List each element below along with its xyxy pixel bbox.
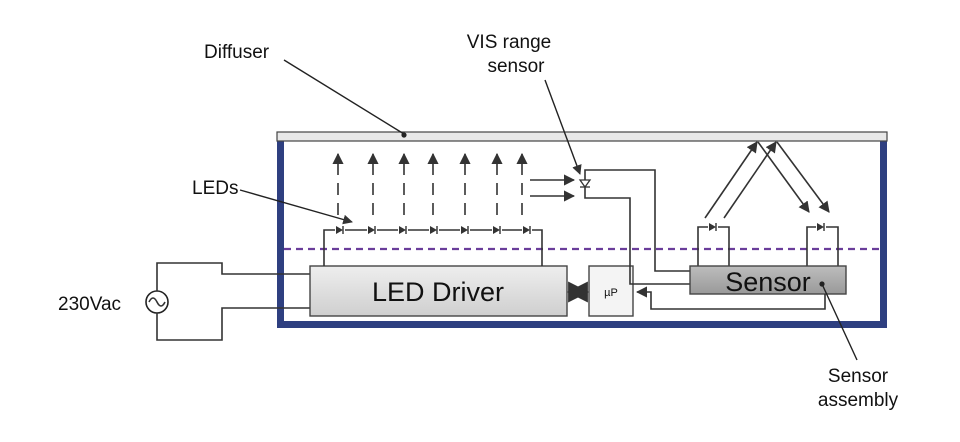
diffuser-panel [276, 131, 888, 142]
reflection-arrows [704, 141, 830, 219]
ac-source [145, 262, 312, 341]
light-rays [332, 152, 528, 215]
vis-label-line1: VIS range [467, 32, 552, 53]
assembly-label-line2: assembly [818, 390, 899, 411]
diffuser-leader [283, 59, 405, 135]
microprocessor-label: µP [604, 287, 618, 299]
vis-photodiode [578, 169, 690, 285]
leader-dot [401, 132, 407, 138]
source-label: 230Vac [58, 294, 121, 315]
vis-leader [544, 79, 582, 175]
microprocessor: µP [588, 265, 634, 317]
leds-label: LEDs [192, 178, 238, 199]
led-diode-icon [816, 222, 826, 232]
led-string [323, 225, 543, 266]
leds-leader [239, 189, 353, 225]
led-driver: LED Driver [309, 265, 568, 317]
assembly-leader [821, 283, 858, 361]
led-diode-icon [429, 225, 439, 235]
vis-label-line2: sensor [487, 56, 545, 77]
led-diode-icon [492, 225, 502, 235]
led-diode-icon [367, 225, 377, 235]
diffuser-label: Diffuser [204, 42, 270, 63]
sine-wave-icon [148, 297, 166, 307]
led-diode-icon [335, 225, 345, 235]
led-driver-label: LED Driver [372, 277, 504, 307]
led-diode-icon [460, 225, 470, 235]
sensor-to-up-arrow [635, 286, 826, 310]
led-diode-icon [708, 222, 718, 232]
sensor-block: Sensor [689, 226, 847, 297]
sensor-label: Sensor [725, 267, 811, 297]
assembly-label-line1: Sensor [828, 366, 889, 387]
led-diode-icon [398, 225, 408, 235]
led-diode-icon [522, 225, 532, 235]
